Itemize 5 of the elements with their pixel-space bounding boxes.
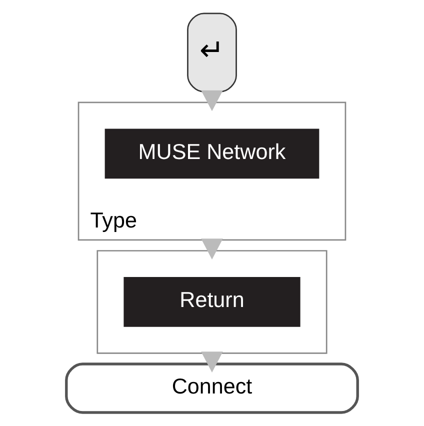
- cluster: [96, 250, 328, 354]
- node-box: Connect: [65, 362, 359, 414]
- node-box: MUSE Network: [104, 128, 320, 179]
- node-box: ↵: [187, 12, 237, 92]
- node-box: Return: [124, 277, 300, 327]
